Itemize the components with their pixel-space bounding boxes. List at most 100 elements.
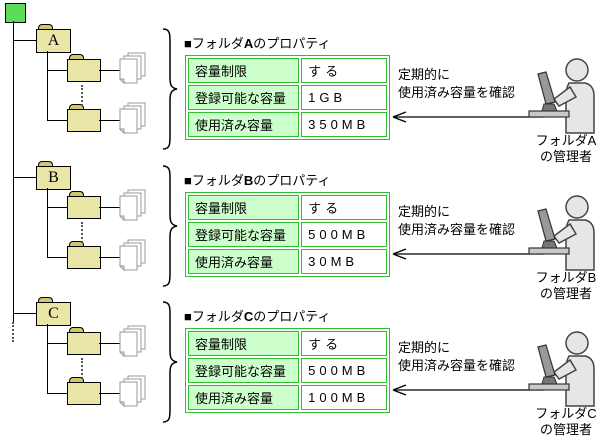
tree-connector-line: [47, 324, 48, 394]
folder-b-icon: B: [36, 161, 71, 190]
subfolder-icon: [67, 104, 101, 132]
documents-icon: [118, 102, 146, 135]
left-arrow-icon: [392, 111, 544, 123]
root-node-icon: [5, 3, 26, 23]
tree-connector-line: [47, 70, 67, 71]
tree-branch-line: [13, 177, 36, 178]
row-value: 500MB: [301, 358, 387, 383]
row-value: 350MB: [301, 112, 387, 137]
row-value: する: [301, 58, 387, 83]
admin-at-laptop-icon: [528, 331, 595, 407]
title-letter: B: [243, 173, 254, 188]
row-label: 容量制限: [188, 331, 300, 356]
row-label: 登録可能な容量: [188, 222, 300, 247]
tree-branch-line: [13, 40, 36, 41]
note-line1: 定期的に: [398, 204, 451, 219]
documents-icon: [118, 52, 146, 85]
tree-branch-line: [13, 313, 36, 314]
note-line2: 使用済み容量を確認: [398, 358, 516, 373]
documents-icon: [118, 239, 146, 272]
tree-connector-line: [99, 343, 121, 344]
tree-connector-line: [99, 207, 121, 208]
title-letter: A: [243, 36, 254, 51]
folder-a-icon: A: [36, 24, 71, 53]
brace: [162, 28, 178, 150]
table-row: 容量制限する: [188, 195, 387, 220]
row-value: 500MB: [301, 222, 387, 247]
folder-letter: B: [48, 169, 59, 186]
row-value: 1GB: [301, 85, 387, 110]
ellipsis-dots: [81, 358, 83, 379]
admin-at-laptop-icon: [528, 195, 595, 271]
brace: [162, 301, 178, 423]
row-label: 登録可能な容量: [188, 85, 300, 110]
table-row: 容量制限する: [188, 331, 387, 356]
tree-connector-line: [99, 120, 121, 121]
admin-line2: の管理者: [539, 422, 592, 437]
folder-letter: C: [48, 305, 59, 322]
row-value: する: [301, 331, 387, 356]
table-title: ■フォルダCのプロパティ: [184, 306, 330, 325]
subfolder-icon: [67, 327, 101, 355]
tree-connector-line: [47, 207, 67, 208]
periodic-check-note: 定期的に使用済み容量を確認: [398, 203, 515, 239]
admin-at-laptop-icon: [528, 58, 595, 134]
periodic-check-note: 定期的に使用済み容量を確認: [398, 339, 515, 375]
row-value: 100MB: [301, 385, 387, 410]
subfolder-icon: [67, 377, 101, 405]
folder-letter: A: [47, 32, 60, 49]
row-value: 30MB: [301, 249, 387, 274]
tree-connector-line: [47, 120, 67, 121]
tree-trunk-line: [13, 21, 14, 322]
title-suffix: のプロパティ: [253, 36, 331, 51]
title-suffix: のプロパティ: [253, 309, 331, 324]
tree-connector-line: [99, 257, 121, 258]
note-line1: 定期的に: [398, 67, 451, 82]
row-label: 容量制限: [188, 58, 300, 83]
tree-trunk-ellipsis-dots: [12, 322, 14, 342]
note-line2: 使用済み容量を確認: [398, 222, 516, 237]
row-label: 使用済み容量: [188, 385, 300, 410]
note-line2: 使用済み容量を確認: [398, 85, 516, 100]
admin-line1: フォルダB: [535, 270, 597, 285]
documents-icon: [118, 189, 146, 222]
folder-c-icon: C: [36, 297, 71, 326]
subfolder-icon: [67, 241, 101, 269]
row-label: 容量制限: [188, 195, 300, 220]
row-label: 登録可能な容量: [188, 358, 300, 383]
tree-connector-line: [47, 188, 48, 258]
tree-connector-line: [99, 70, 121, 71]
note-line1: 定期的に: [398, 340, 451, 355]
documents-icon: [118, 325, 146, 358]
tree-connector-line: [47, 393, 67, 394]
subfolder-icon: [67, 191, 101, 219]
ellipsis-dots: [81, 222, 83, 243]
table-row: 容量制限する: [188, 58, 387, 83]
row-value: する: [301, 195, 387, 220]
left-arrow-icon: [392, 248, 544, 260]
tree-connector-line: [47, 343, 67, 344]
admin-line2: の管理者: [539, 149, 592, 164]
title-prefix: ■フォルダ: [184, 36, 244, 51]
tree-connector-line: [99, 393, 121, 394]
admin-line1: フォルダC: [535, 406, 597, 421]
tree-connector-line: [47, 257, 67, 258]
ellipsis-dots: [81, 85, 83, 106]
title-letter: C: [243, 309, 254, 324]
table-title: ■フォルダAのプロパティ: [184, 33, 330, 52]
documents-icon: [118, 375, 146, 408]
brace: [162, 165, 178, 287]
